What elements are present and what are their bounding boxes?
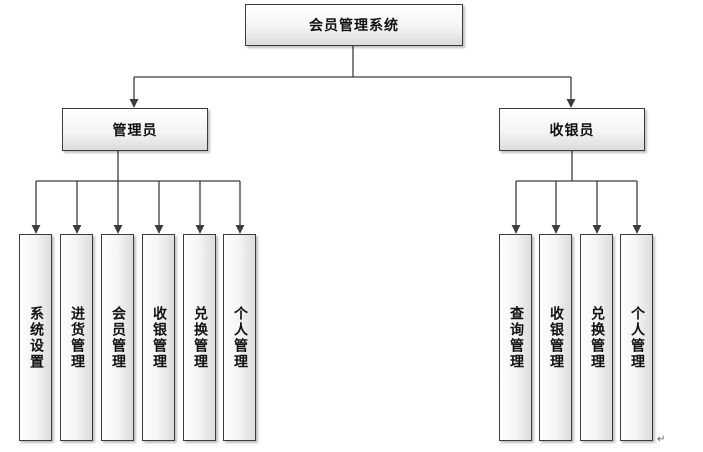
admin-module-purchase-management: 进货管理 — [60, 234, 93, 441]
admin-module-personal-management: 个人管理 — [223, 234, 256, 441]
cashier-module-personal-management: 个人管理 — [620, 234, 653, 441]
root-node-label: 会员管理系统 — [309, 18, 399, 34]
module-label: 兑换管理 — [589, 305, 605, 370]
admin-module-redemption-management: 兑换管理 — [183, 234, 216, 441]
module-label: 兑换管理 — [192, 305, 208, 370]
cashier-module-redemption-management: 兑换管理 — [580, 234, 613, 441]
module-label: 收银管理 — [548, 305, 564, 370]
admin-module-system-settings: 系统设置 — [19, 234, 52, 441]
role-node-admin: 管理员 — [62, 108, 208, 151]
module-label: 个人管理 — [232, 305, 248, 370]
role-node-label: 收银员 — [549, 122, 595, 139]
module-label: 个人管理 — [629, 305, 645, 370]
module-label: 查询管理 — [508, 305, 524, 370]
admin-module-cashier-management: 收银管理 — [142, 234, 175, 441]
module-label: 收银管理 — [151, 305, 167, 370]
cashier-module-cashier-management: 收银管理 — [539, 234, 572, 441]
cashier-module-query-management: 查询管理 — [499, 234, 532, 441]
root-node-member-system: 会员管理系统 — [245, 4, 463, 46]
module-label: 进货管理 — [69, 305, 85, 370]
role-node-label: 管理员 — [112, 122, 158, 139]
paragraph-mark-icon: ↵ — [657, 434, 666, 445]
role-node-cashier: 收银员 — [499, 108, 645, 151]
admin-module-member-management: 会员管理 — [101, 234, 134, 441]
module-label: 会员管理 — [110, 305, 126, 370]
module-label: 系统设置 — [28, 305, 44, 370]
